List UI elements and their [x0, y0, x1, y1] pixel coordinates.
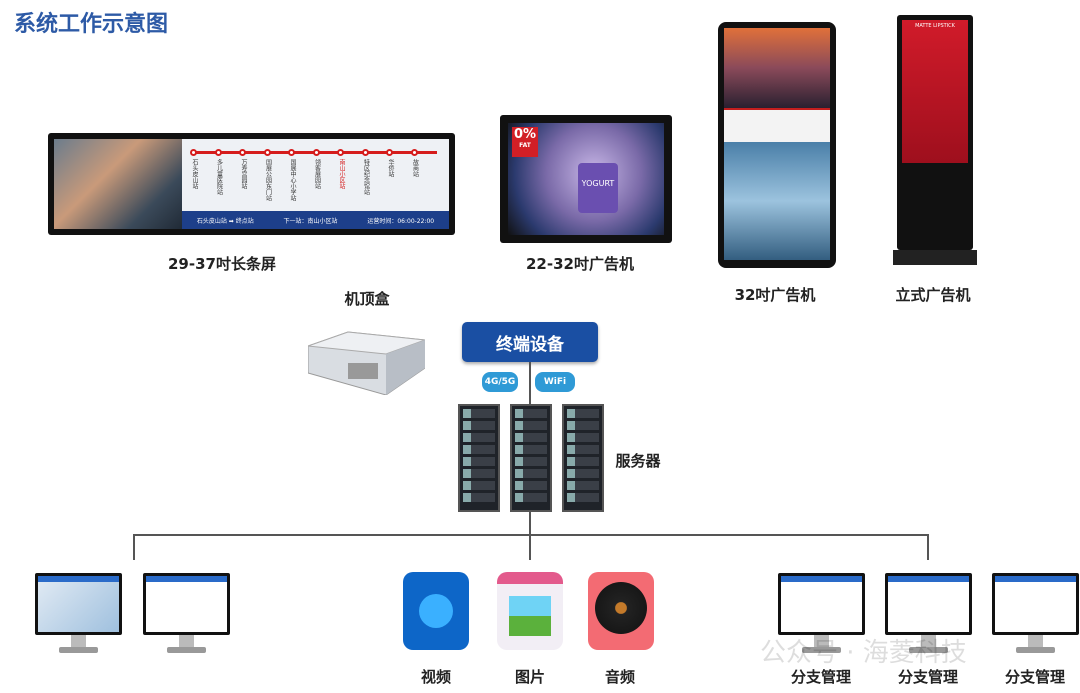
station-name: 南山小区站 [338, 159, 345, 189]
branch-label: 分支管理 [1004, 668, 1065, 686]
vertical-ad-screen [718, 22, 836, 268]
connector [133, 534, 135, 560]
image-icon [497, 572, 563, 650]
branch-label: 分支管理 [897, 668, 958, 686]
fat-badge: 0%FAT [512, 127, 538, 157]
server-rack [510, 404, 552, 512]
terminal-device: 终端设备 [462, 322, 598, 362]
server-label: 服务器 [615, 452, 661, 470]
route-map: 石头皮山站 多儿童医院站 万寿宫园站 国展公园东门站 国展中心小学站 领客展园站 南山小区站… [182, 139, 449, 211]
4g-5g-icon: 4G/5G [482, 372, 518, 392]
station-name: 华侨站 [387, 159, 394, 177]
server-rack [562, 404, 604, 512]
bus-line [133, 534, 929, 536]
station-dot [337, 149, 344, 156]
ad-machine: 0%FAT YOGURT [500, 115, 672, 243]
ad-machine-label: 22-32吋广告机 [526, 255, 634, 273]
wifi-icon: WiFi [535, 372, 575, 392]
set-top-box-label: 机顶盒 [344, 290, 390, 308]
connector [529, 512, 531, 560]
standing-label: 立式广告机 [895, 286, 971, 304]
station-dot [190, 149, 197, 156]
monitor [35, 573, 122, 655]
yogurt-cup: YOGURT [578, 163, 618, 213]
station-name: 万寿宫园站 [240, 159, 247, 189]
station-dot [239, 149, 246, 156]
server-rack [458, 404, 500, 512]
connector [529, 362, 531, 404]
station-name: 多儿童医院站 [215, 159, 223, 195]
bar-screen-label: 29-37吋长条屏 [168, 255, 276, 273]
bar-screen-footer: 石头皮山站 ➡ 终点站 下一站：南山小区站 运营时间：06:00-22:00 [182, 211, 449, 229]
station-dot [361, 149, 369, 156]
video-icon [403, 572, 469, 650]
bar-screen-photo [54, 139, 182, 229]
bar-screen: 石头皮山站 多儿童医院站 万寿宫园站 国展公园东门站 国展中心小学站 领客展园站 南山小区站… [48, 133, 455, 235]
set-top-box [308, 331, 425, 395]
lipstick-ad: MATTE LIPSTICK [902, 20, 968, 163]
image-label: 图片 [514, 668, 545, 686]
station-name: 特区纪念馆站 [362, 159, 370, 195]
branch-monitor [778, 573, 865, 655]
station-dot [312, 149, 320, 156]
standing-ad-machine: MATTE LIPSTICK [893, 15, 977, 265]
branch-label: 分支管理 [790, 668, 851, 686]
station-dot [263, 149, 271, 156]
station-dot [386, 149, 393, 156]
video-label: 视频 [420, 668, 451, 686]
footer-route: 石头皮山站 ➡ 终点站 [196, 217, 254, 225]
station-name: 石头皮山站 [191, 159, 198, 189]
station-dot [214, 149, 222, 156]
footer-hours: 运营时间：06:00-22:00 [367, 217, 435, 225]
monitor [143, 573, 230, 655]
audio-label: 音频 [604, 668, 635, 686]
station-dot [410, 149, 418, 156]
station-name: 故商站 [411, 159, 419, 177]
audio-icon [588, 572, 654, 650]
station-name: 国展公园东门站 [264, 159, 272, 201]
branch-monitor [885, 573, 972, 655]
station-name: 国展中心小学站 [289, 159, 296, 201]
diagram-title: 系统工作示意图 [14, 12, 169, 37]
watermark: 公众号 · 海菱科技 [760, 638, 967, 668]
footer-next: 下一站：南山小区站 [283, 217, 338, 225]
connector [927, 534, 929, 560]
station-dot [288, 149, 295, 156]
station-name: 领客展园站 [313, 159, 321, 189]
branch-monitor [992, 573, 1079, 655]
vertical-label: 32吋广告机 [734, 286, 816, 304]
